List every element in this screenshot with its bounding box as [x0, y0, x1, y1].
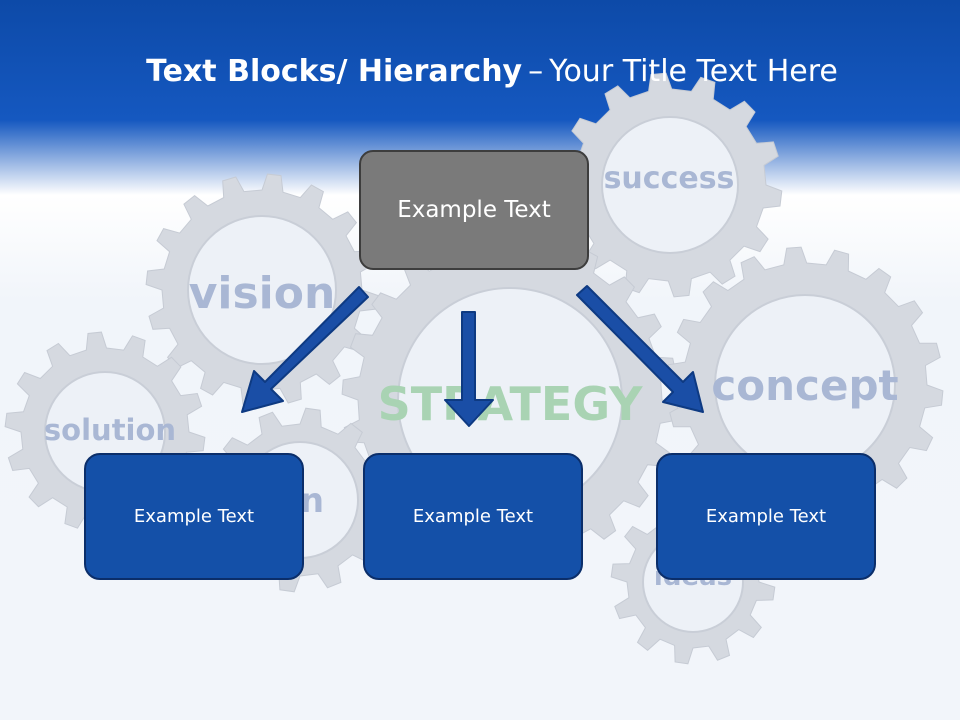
slide-title: Text Blocks/ Hierarchy–Your Title Text H…: [0, 54, 960, 89]
gear-vision-hub: [187, 215, 337, 365]
gear-success-hub: [601, 116, 739, 254]
middle-example-text-box[interactable]: Example Text: [363, 453, 583, 580]
title-bold: Text Blocks/ Hierarchy: [146, 54, 523, 89]
right-example-text-box[interactable]: Example Text: [656, 453, 876, 580]
left-example-text-box[interactable]: Example Text: [84, 453, 304, 580]
title-separator: –: [528, 54, 544, 89]
gear-word-solution: solution: [44, 413, 176, 447]
arrow-to-middle: [444, 311, 494, 427]
gear-word-success: success: [604, 161, 735, 196]
title-rest: Your Title Text Here: [549, 54, 838, 89]
gear-word-vision: vision: [189, 268, 336, 319]
arrow-to-left: [241, 286, 369, 413]
gear-word-concept: concept: [711, 361, 898, 410]
top-example-text-box[interactable]: Example Text: [359, 150, 589, 270]
gear-word-strategy: STRATEGY: [378, 377, 644, 431]
arrow-to-right: [576, 285, 704, 413]
